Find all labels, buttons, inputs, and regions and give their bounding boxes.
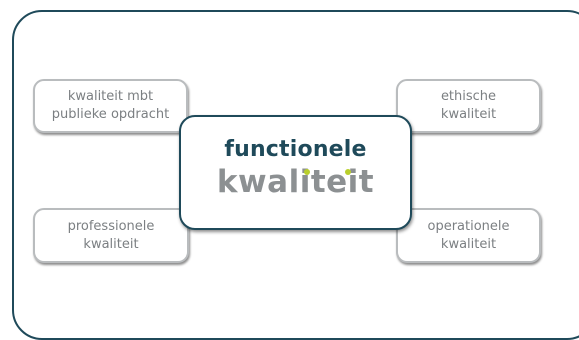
- node-ethische-kwaliteit: ethische kwaliteit: [396, 79, 541, 133]
- node-label-line: kwaliteit: [83, 236, 139, 252]
- i-dot-accent: [304, 169, 310, 175]
- node-label-line: publieke opdracht: [51, 107, 170, 122]
- node-professionele-kwaliteit: professionele kwaliteit: [33, 208, 189, 263]
- center-subtitle: kwaliteit: [216, 164, 375, 200]
- node-operationele-kwaliteit: operationele kwaliteit: [396, 208, 541, 263]
- i-dot-accent: [345, 169, 351, 175]
- node-label-line: professionele: [67, 218, 155, 234]
- node-label-line: operationele: [427, 218, 510, 234]
- node-label-line: kwaliteit: [440, 107, 497, 122]
- node-label-line: ethische: [440, 89, 497, 104]
- center-title: functionele: [224, 137, 367, 162]
- center-node-functionele-kwaliteit: functionele kwaliteit: [179, 115, 412, 230]
- node-kwaliteit-mbt-publieke-opdracht: kwaliteit mbt publieke opdracht: [33, 79, 188, 133]
- node-label-line: kwaliteit mbt: [67, 89, 154, 104]
- node-label-line: kwaliteit: [440, 236, 497, 252]
